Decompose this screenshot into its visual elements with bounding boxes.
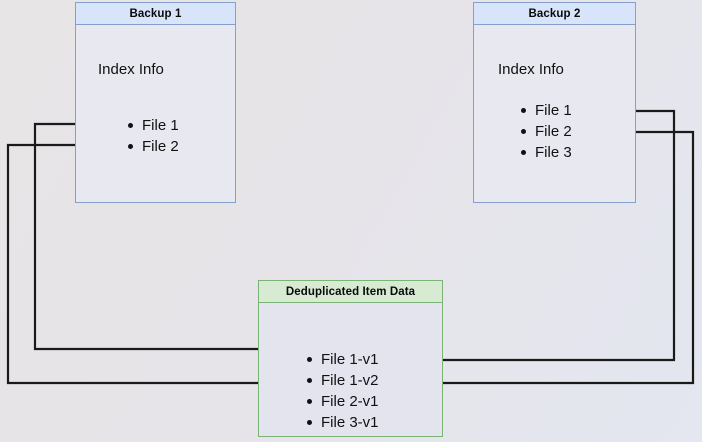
node-backup-1-body: Index Info File 1 File 2 [76, 25, 235, 202]
node-backup-1-title: Backup 1 [76, 3, 235, 25]
list-item: File 2 [520, 121, 572, 142]
list-item: File 1 [520, 100, 572, 121]
node-backup-2-body: Index Info File 1 File 2 File 3 [474, 25, 635, 202]
node-backup-2-title: Backup 2 [474, 3, 635, 25]
node-backup-2-file-list: File 1 File 2 File 3 [520, 100, 572, 163]
list-item: File 2-v1 [306, 391, 379, 412]
list-item: File 1-v2 [306, 370, 379, 391]
node-dedup-title: Deduplicated Item Data [259, 281, 442, 303]
node-backup-1-subtitle: Index Info [98, 61, 164, 78]
list-item: File 3-v1 [306, 412, 379, 433]
node-deduplicated-item-data[interactable]: Deduplicated Item Data File 1-v1 File 1-… [258, 280, 443, 437]
node-backup-1[interactable]: Backup 1 Index Info File 1 File 2 [75, 2, 236, 203]
node-backup-2[interactable]: Backup 2 Index Info File 1 File 2 File 3 [473, 2, 636, 203]
node-dedup-body: File 1-v1 File 1-v2 File 2-v1 File 3-v1 [259, 303, 442, 436]
node-backup-1-file-list: File 1 File 2 [127, 115, 179, 157]
list-item: File 1-v1 [306, 349, 379, 370]
list-item: File 1 [127, 115, 179, 136]
node-dedup-file-list: File 1-v1 File 1-v2 File 2-v1 File 3-v1 [306, 349, 379, 433]
list-item: File 3 [520, 142, 572, 163]
list-item: File 2 [127, 136, 179, 157]
node-backup-2-subtitle: Index Info [498, 61, 564, 78]
